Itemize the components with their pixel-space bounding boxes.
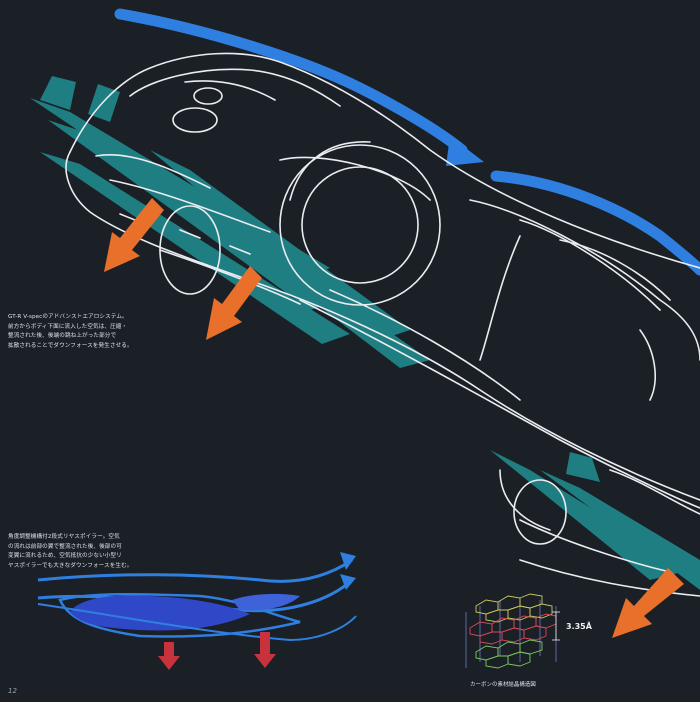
top-airflow-arrow: [114, 8, 484, 166]
layer-spacing-label: 3.35Å: [566, 622, 592, 631]
rear-spoiler-caption: 角度調整機構付2段式リヤスポイラー。空気 の流れは前部の翼で整流された後、後部の…: [8, 534, 133, 569]
page-number: 12: [8, 687, 17, 695]
carbon-structure-caption: カーボンの素材結晶構造図: [470, 682, 536, 688]
roof-airflow-stream: [490, 170, 700, 276]
car-line-art: [65, 52, 700, 597]
aero-system-caption: GT-R V-specのアドバンストエアロシステム。 前方からボディ下面に流入し…: [8, 314, 133, 349]
spoiler-force-arrows: [158, 632, 276, 670]
carbon-structure-diagram: [465, 593, 560, 669]
downforce-arrows: [104, 198, 684, 638]
spoiler-diagram: [37, 552, 357, 642]
